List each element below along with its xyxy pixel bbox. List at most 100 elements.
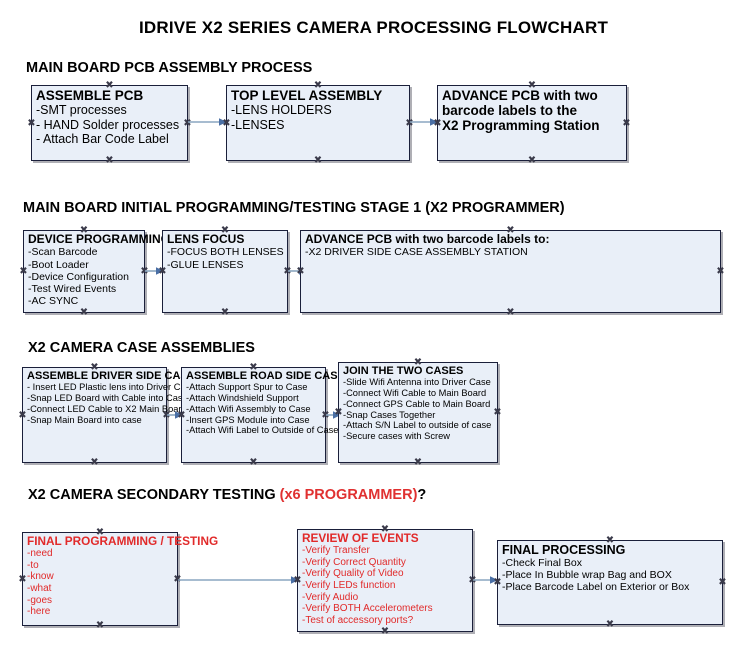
node-line: -Snap LED Board with Cable into Case [27, 393, 188, 404]
node-line: -Secure cases with Screw [343, 431, 450, 442]
resize-handle-bottom[interactable]: ✖ [527, 155, 537, 166]
node-final-processing[interactable]: FINAL PROCESSING -Check Final Box -Place… [493, 536, 726, 630]
node-line: -Attach Wifi Label to Outside of Case [186, 425, 339, 436]
resize-handle-bottom[interactable]: ✖ [380, 626, 390, 637]
section-heading-text: X2 CAMERA CASE ASSEMBLIES [28, 340, 255, 356]
resize-handle-bottom[interactable]: ✖ [105, 155, 114, 166]
resize-handle-bottom[interactable]: ✖ [79, 307, 89, 318]
node-line: -Verify Transfer [302, 545, 370, 557]
resize-handle-bottom[interactable]: ✖ [249, 457, 258, 468]
node-line: -Boot Loader [28, 258, 89, 271]
connector-final-programming-to-review-events [178, 575, 300, 585]
node-title: FINAL PROGRAMMING / TESTING [27, 534, 219, 548]
node-line: -know [27, 571, 54, 583]
node-line: -Scan Barcode [28, 246, 98, 259]
node-line: -GLUE LENSES [167, 258, 244, 271]
node-line: -AC SYNC [28, 295, 79, 308]
node-line: X2 Programming Station [442, 118, 600, 134]
connector-review-events-to-final-processing [473, 575, 499, 585]
node-line: barcode labels to the [442, 103, 578, 119]
node-join-the-two-cases[interactable]: JOIN THE TWO CASES -Slide Wifi Antenna i… [334, 358, 501, 468]
node-title: TOP LEVEL ASSEMBLY [231, 88, 383, 103]
node-line: -FOCUS BOTH LENSES [167, 246, 284, 259]
node-line: -LENSES [231, 117, 285, 132]
node-advance-pcb-driver-side-case[interactable]: ADVANCE PCB with two barcode labels to: … [296, 226, 724, 318]
resize-handle-bottom[interactable]: ✖ [220, 307, 230, 318]
node-title: FINAL PROCESSING [502, 543, 626, 557]
node-advance-pcb-programming-station[interactable]: ADVANCE PCB with two barcode labels to t… [433, 81, 630, 166]
resize-handle-bottom[interactable]: ✖ [413, 457, 423, 468]
connector-road-case-to-join-cases [326, 410, 342, 420]
resize-handle-bottom[interactable]: ✖ [90, 457, 99, 468]
resize-handle-left[interactable]: ✖ [19, 266, 28, 277]
node-line: -Attach S/N Label to outside of case [343, 420, 492, 431]
section-heading-accent-tail: ? [417, 487, 427, 503]
node-line: -Snap Main Board into case [27, 414, 142, 425]
node-title: DEVICE PROGRAMMING [28, 232, 171, 246]
node-line: -Attach Support Spur to Case [186, 382, 308, 393]
node-title: JOIN THE TWO CASES [343, 365, 464, 377]
connector-driver-case-to-road-case [167, 410, 184, 420]
node-line: -Place In Bubble wrap Bag and BOX [502, 569, 672, 582]
node-title: REVIEW OF EVENTS [302, 531, 419, 545]
node-line: -need [27, 548, 53, 560]
node-review-of-events[interactable]: REVIEW OF EVENTS -Verify Transfer -Verif… [293, 525, 476, 637]
resize-handle-left[interactable]: ✖ [18, 573, 27, 585]
connector-top-level-to-advance-pcb [410, 117, 439, 127]
node-line: -X2 DRIVER SIDE CASE ASSEMBLY STATION [305, 246, 528, 259]
node-line: -Connect Wifi Cable to Main Board [343, 388, 487, 399]
node-title: ASSEMBLE DRIVER SIDE CASE [27, 370, 196, 382]
section-heading-text: MAIN BOARD INITIAL PROGRAMMING/TESTING S… [23, 200, 565, 216]
resize-handle-bottom[interactable]: ✖ [95, 620, 105, 631]
section-heading-text: MAIN BOARD PCB ASSEMBLY PROCESS [26, 60, 313, 76]
resize-handle-right[interactable]: ✖ [716, 266, 725, 277]
node-line: -Verify LEDs function [302, 579, 396, 591]
resize-handle-bottom[interactable]: ✖ [313, 155, 323, 166]
resize-handle-bottom[interactable]: ✖ [506, 307, 515, 318]
connector-device-programming-to-lens-focus [145, 266, 165, 276]
node-line: -LENS HOLDERS [231, 103, 332, 118]
node-final-programming-testing[interactable]: FINAL PROGRAMMING / TESTING -need -to -k… [18, 528, 219, 631]
node-line: -here [27, 606, 51, 618]
node-line: -Insert GPS Module into Case [186, 414, 310, 425]
node-line-overflow: -Test of accessory ports? [302, 614, 414, 626]
section-heading-accent: (x6 PROGRAMMER) [279, 487, 418, 503]
node-top-level-assembly[interactable]: TOP LEVEL ASSEMBLY -LENS HOLDERS -LENSES… [222, 81, 413, 166]
node-title: LENS FOCUS [167, 232, 245, 246]
node-line: -Snap Cases Together [343, 409, 436, 420]
node-line: - HAND Solder processes [36, 117, 180, 132]
section-heading-main-board-initial-programming: MAIN BOARD INITIAL PROGRAMMING/TESTING S… [23, 200, 565, 216]
node-title: ASSEMBLE ROAD SIDE CASE [186, 370, 345, 382]
section-heading-x2-camera-secondary-testing: X2 CAMERA SECONDARY TESTING (x6 PROGRAMM… [28, 487, 426, 503]
node-line: -Verify Audio [302, 591, 359, 603]
node-line: -Connect GPS Cable to Main Board [343, 398, 491, 409]
node-assemble-road-side-case[interactable]: ASSEMBLE ROAD SIDE CASE -Attach Support … [177, 363, 345, 468]
node-assemble-pcb[interactable]: ASSEMBLE PCB -SMT processes - HAND Solde… [27, 81, 191, 166]
node-line: -Attach Windshield Support [186, 393, 299, 404]
node-line: -Verify BOTH Accelerometers [302, 603, 433, 615]
node-line: -Check Final Box [502, 557, 582, 569]
node-lens-focus[interactable]: LENS FOCUS -FOCUS BOTH LENSES -GLUE LENS… [158, 226, 291, 318]
node-line: - Attach Bar Code Label [36, 132, 169, 147]
node-line: -Slide Wifi Antenna into Driver Case [343, 377, 491, 388]
node-line: -Verify Quality of Video [302, 568, 404, 580]
resize-handle-left[interactable]: ✖ [27, 117, 36, 129]
node-line: -Connect LED Cable to X2 Main Board [27, 403, 187, 414]
resize-handle-bottom[interactable]: ✖ [605, 619, 615, 630]
node-device-programming[interactable]: DEVICE PROGRAMMING -Scan Barcode -Boot L… [19, 226, 171, 318]
node-line: -SMT processes [36, 103, 127, 118]
node-title: ADVANCE PCB with two barcode labels to: [305, 232, 550, 246]
section-heading-x2-camera-case-assemblies: X2 CAMERA CASE ASSEMBLIES [28, 340, 255, 356]
resize-handle-left[interactable]: ✖ [18, 409, 27, 421]
node-line: -Attach Wifi Assembly to Case [186, 403, 311, 414]
section-heading-main-board-pcb-assembly: MAIN BOARD PCB ASSEMBLY PROCESS [26, 60, 312, 76]
node-assemble-driver-side-case[interactable]: ASSEMBLE DRIVER SIDE CASE - Insert LED P… [18, 363, 196, 468]
node-title: ASSEMBLE PCB [36, 88, 144, 103]
page-title: IDRIVE X2 SERIES CAMERA PROCESSING FLOWC… [138, 18, 609, 37]
node-line: -what [27, 582, 52, 594]
node-line: -Verify Correct Quantity [302, 556, 406, 568]
connector-assemble-pcb-to-top-level [188, 117, 228, 127]
section-heading-text: X2 CAMERA SECONDARY TESTING [28, 487, 280, 503]
node-line: -to [27, 559, 39, 571]
